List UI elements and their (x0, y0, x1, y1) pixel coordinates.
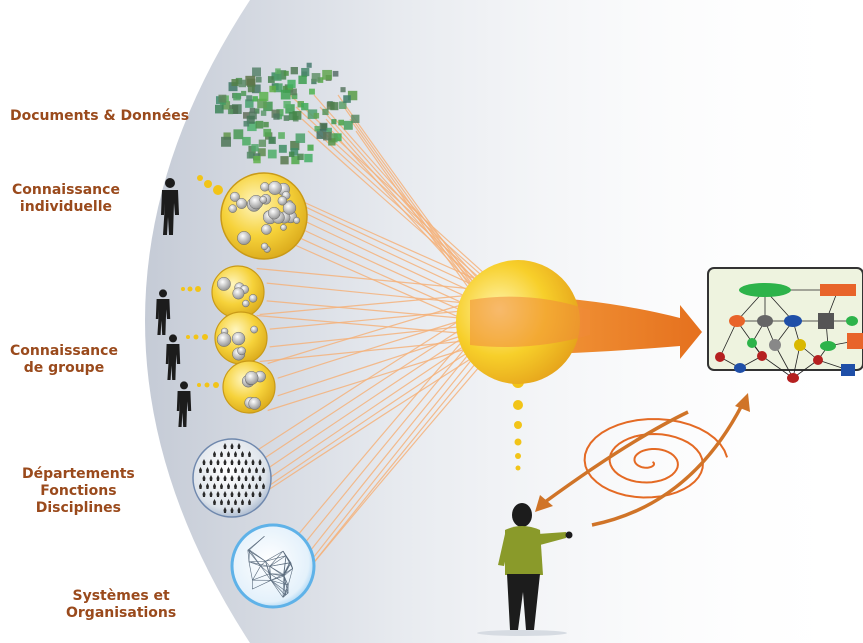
presenter-person-icon (477, 503, 573, 636)
systems-sphere-icon (230, 523, 316, 609)
label-documents-text: Documents & Données (10, 108, 190, 124)
label-line: Connaissance (12, 182, 120, 198)
label-line: Disciplines (35, 500, 122, 516)
label-line: Fonctions (40, 483, 117, 499)
feedback-arrows (543, 404, 744, 527)
hub-glow (470, 296, 590, 348)
label-departments: Départements Fonctions Disciplines (22, 466, 135, 517)
people-icons (155, 178, 192, 427)
label-line: Connaissance (10, 343, 118, 359)
spiral-icon (583, 418, 729, 499)
label-group-knowledge: Connaissance de groupe (10, 343, 118, 377)
label-line: de groupe (23, 360, 105, 376)
group-knowledge-spheres-icon (211, 265, 276, 414)
label-line: Départements (22, 466, 135, 482)
label-line: individuelle (19, 199, 113, 215)
data-cloud-icon (215, 62, 360, 165)
label-systems: Systèmes et Organisations (66, 588, 176, 622)
departments-sphere-icon (192, 438, 272, 518)
label-line: Systèmes et (72, 588, 170, 604)
individual-knowledge-sphere-icon (220, 172, 308, 260)
label-individual-knowledge: Connaissance individuelle (12, 182, 120, 216)
label-documents: Documents & Données (10, 108, 189, 125)
feedback-arrowheads (535, 393, 750, 512)
knowledge-map-panel-icon (707, 267, 863, 383)
label-line: Organisations (66, 605, 177, 621)
